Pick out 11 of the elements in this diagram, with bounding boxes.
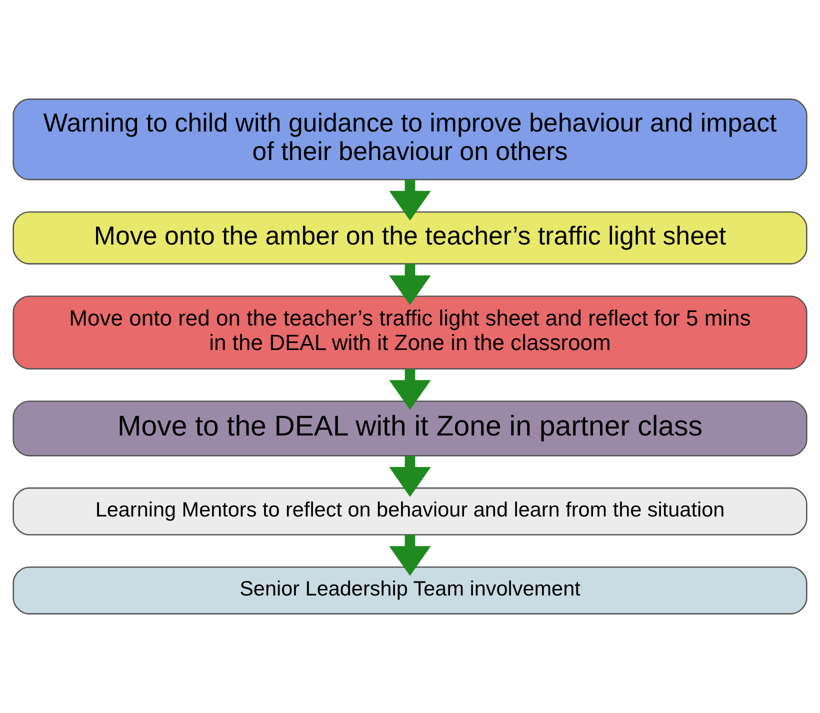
arrow [389, 369, 431, 410]
arrow [389, 456, 431, 497]
arrow [389, 264, 431, 306]
arrow [389, 534, 431, 576]
node-box: Move onto the amber on the teacher’s traffic light sheet [12, 211, 808, 264]
node-box: Senior Leadership Team involvement [12, 566, 808, 614]
node-box: Warning to child with guidance to improve behaviour and impact of their behaviour on others [12, 98, 808, 180]
node-box: Move onto red on the teacher’s traffic light sheet and reflect for 5 mins in the DEAL with it Zone in the classroom [12, 296, 808, 370]
arrow [389, 180, 431, 221]
node-box: Learning Mentors to reflect on behaviour and learn from the situation [12, 487, 808, 536]
node-box: Move to the DEAL with it Zone in partner class [12, 400, 808, 456]
